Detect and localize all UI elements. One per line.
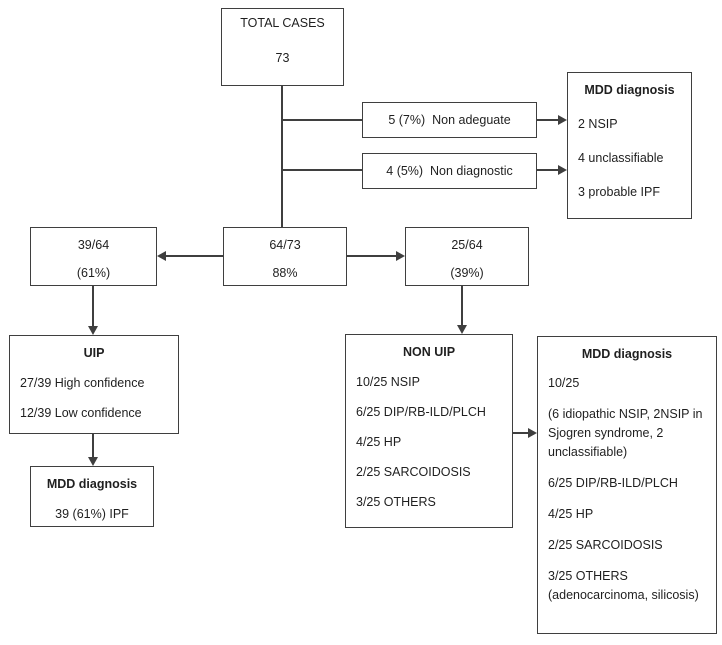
- arrowhead-right-icon: [396, 251, 405, 261]
- adequate-ratio-value: 64/73: [269, 238, 301, 252]
- uip-ratio-percent: (61%): [76, 266, 111, 280]
- uip-item: 12/39 Low confidence: [20, 406, 142, 420]
- connector-non-diagnostic-to-mdd: [537, 169, 558, 171]
- arrowhead-right-icon: [558, 115, 567, 125]
- mdd-excluded-item: 4 unclassifiable: [578, 151, 664, 165]
- connector-non-uip-ratio-to-non-uip: [461, 286, 463, 326]
- mdd-uip-title: MDD diagnosis: [46, 477, 138, 491]
- uip-item: 27/39 High confidence: [20, 376, 145, 390]
- connector-branch-non-diagnostic: [281, 169, 362, 171]
- non-adequate-box: 5 (7%) Non adeguate: [362, 102, 537, 138]
- adequate-ratio-percent: 88%: [272, 266, 298, 280]
- mdd-excluded-item: 3 probable IPF: [578, 185, 660, 199]
- mdd-non-uip-item: 3/25 OTHERS (adenocarcinoma, silicosis): [548, 569, 699, 602]
- non-uip-item: 3/25 OTHERS: [356, 495, 436, 509]
- non-diagnostic-box: 4 (5%) Non diagnostic: [362, 153, 537, 189]
- uip-ratio-box: 39/64 (61%): [30, 227, 157, 286]
- mdd-uip-item: 39 (61%) IPF: [55, 507, 129, 521]
- non-diagnostic-label: 4 (5%) Non diagnostic: [386, 164, 513, 178]
- arrowhead-down-icon: [88, 457, 98, 466]
- connector-uip-to-mdd-uip: [92, 434, 94, 458]
- arrowhead-left-icon: [157, 251, 166, 261]
- uip-title: UIP: [83, 346, 105, 360]
- connector-adequate-to-uip-ratio: [166, 255, 223, 257]
- arrowhead-right-icon: [528, 428, 537, 438]
- connector-branch-non-adequate: [281, 119, 362, 121]
- connector-total-to-adequate: [281, 86, 283, 227]
- connector-non-adequate-to-mdd: [537, 119, 558, 121]
- mdd-excluded-title: MDD diagnosis: [584, 83, 675, 97]
- mdd-non-uip-item: 6/25 DIP/RB-ILD/PLCH: [548, 476, 678, 490]
- mdd-excluded-box: MDD diagnosis 2 NSIP 4 unclassifiable 3 …: [567, 72, 692, 219]
- mdd-uip-box: MDD diagnosis 39 (61%) IPF: [30, 466, 154, 527]
- non-uip-ratio-value: 25/64: [451, 238, 483, 252]
- non-uip-item: 2/25 SARCOIDOSIS: [356, 465, 471, 479]
- non-adequate-label: 5 (7%) Non adeguate: [388, 113, 511, 127]
- mdd-non-uip-item: 2/25 SARCOIDOSIS: [548, 538, 663, 552]
- uip-box: UIP 27/39 High confidence 12/39 Low conf…: [9, 335, 179, 434]
- arrowhead-down-icon: [457, 325, 467, 334]
- mdd-non-uip-box: MDD diagnosis 10/25 (6 idiopathic NSIP, …: [537, 336, 717, 634]
- arrowhead-down-icon: [88, 326, 98, 335]
- total-cases-value: 73: [275, 51, 290, 65]
- non-uip-ratio-percent: (39%): [450, 266, 484, 280]
- mdd-non-uip-item: (6 idiopathic NSIP, 2NSIP in Sjogren syn…: [548, 407, 703, 459]
- mdd-excluded-item: 2 NSIP: [578, 117, 618, 131]
- connector-adequate-to-non-uip-ratio: [347, 255, 396, 257]
- adequate-ratio-box: 64/73 88%: [223, 227, 347, 286]
- connector-uip-ratio-to-uip: [92, 286, 94, 327]
- uip-ratio-value: 39/64: [77, 238, 110, 252]
- non-uip-title: NON UIP: [402, 345, 456, 359]
- total-cases-box: TOTAL CASES 73: [221, 8, 344, 86]
- arrowhead-right-icon: [558, 165, 567, 175]
- total-cases-title: TOTAL CASES: [240, 16, 325, 30]
- non-uip-ratio-box: 25/64 (39%): [405, 227, 529, 286]
- connector-non-uip-to-mdd-non-uip: [513, 432, 528, 434]
- non-uip-item: 4/25 HP: [356, 435, 402, 449]
- mdd-non-uip-item: 10/25: [548, 376, 580, 390]
- non-uip-box: NON UIP 10/25 NSIP 6/25 DIP/RB-ILD/PLCH …: [345, 334, 513, 528]
- non-uip-item: 6/25 DIP/RB-ILD/PLCH: [356, 405, 486, 419]
- mdd-non-uip-title: MDD diagnosis: [581, 347, 673, 361]
- non-uip-item: 10/25 NSIP: [356, 375, 420, 389]
- mdd-non-uip-item: 4/25 HP: [548, 507, 594, 521]
